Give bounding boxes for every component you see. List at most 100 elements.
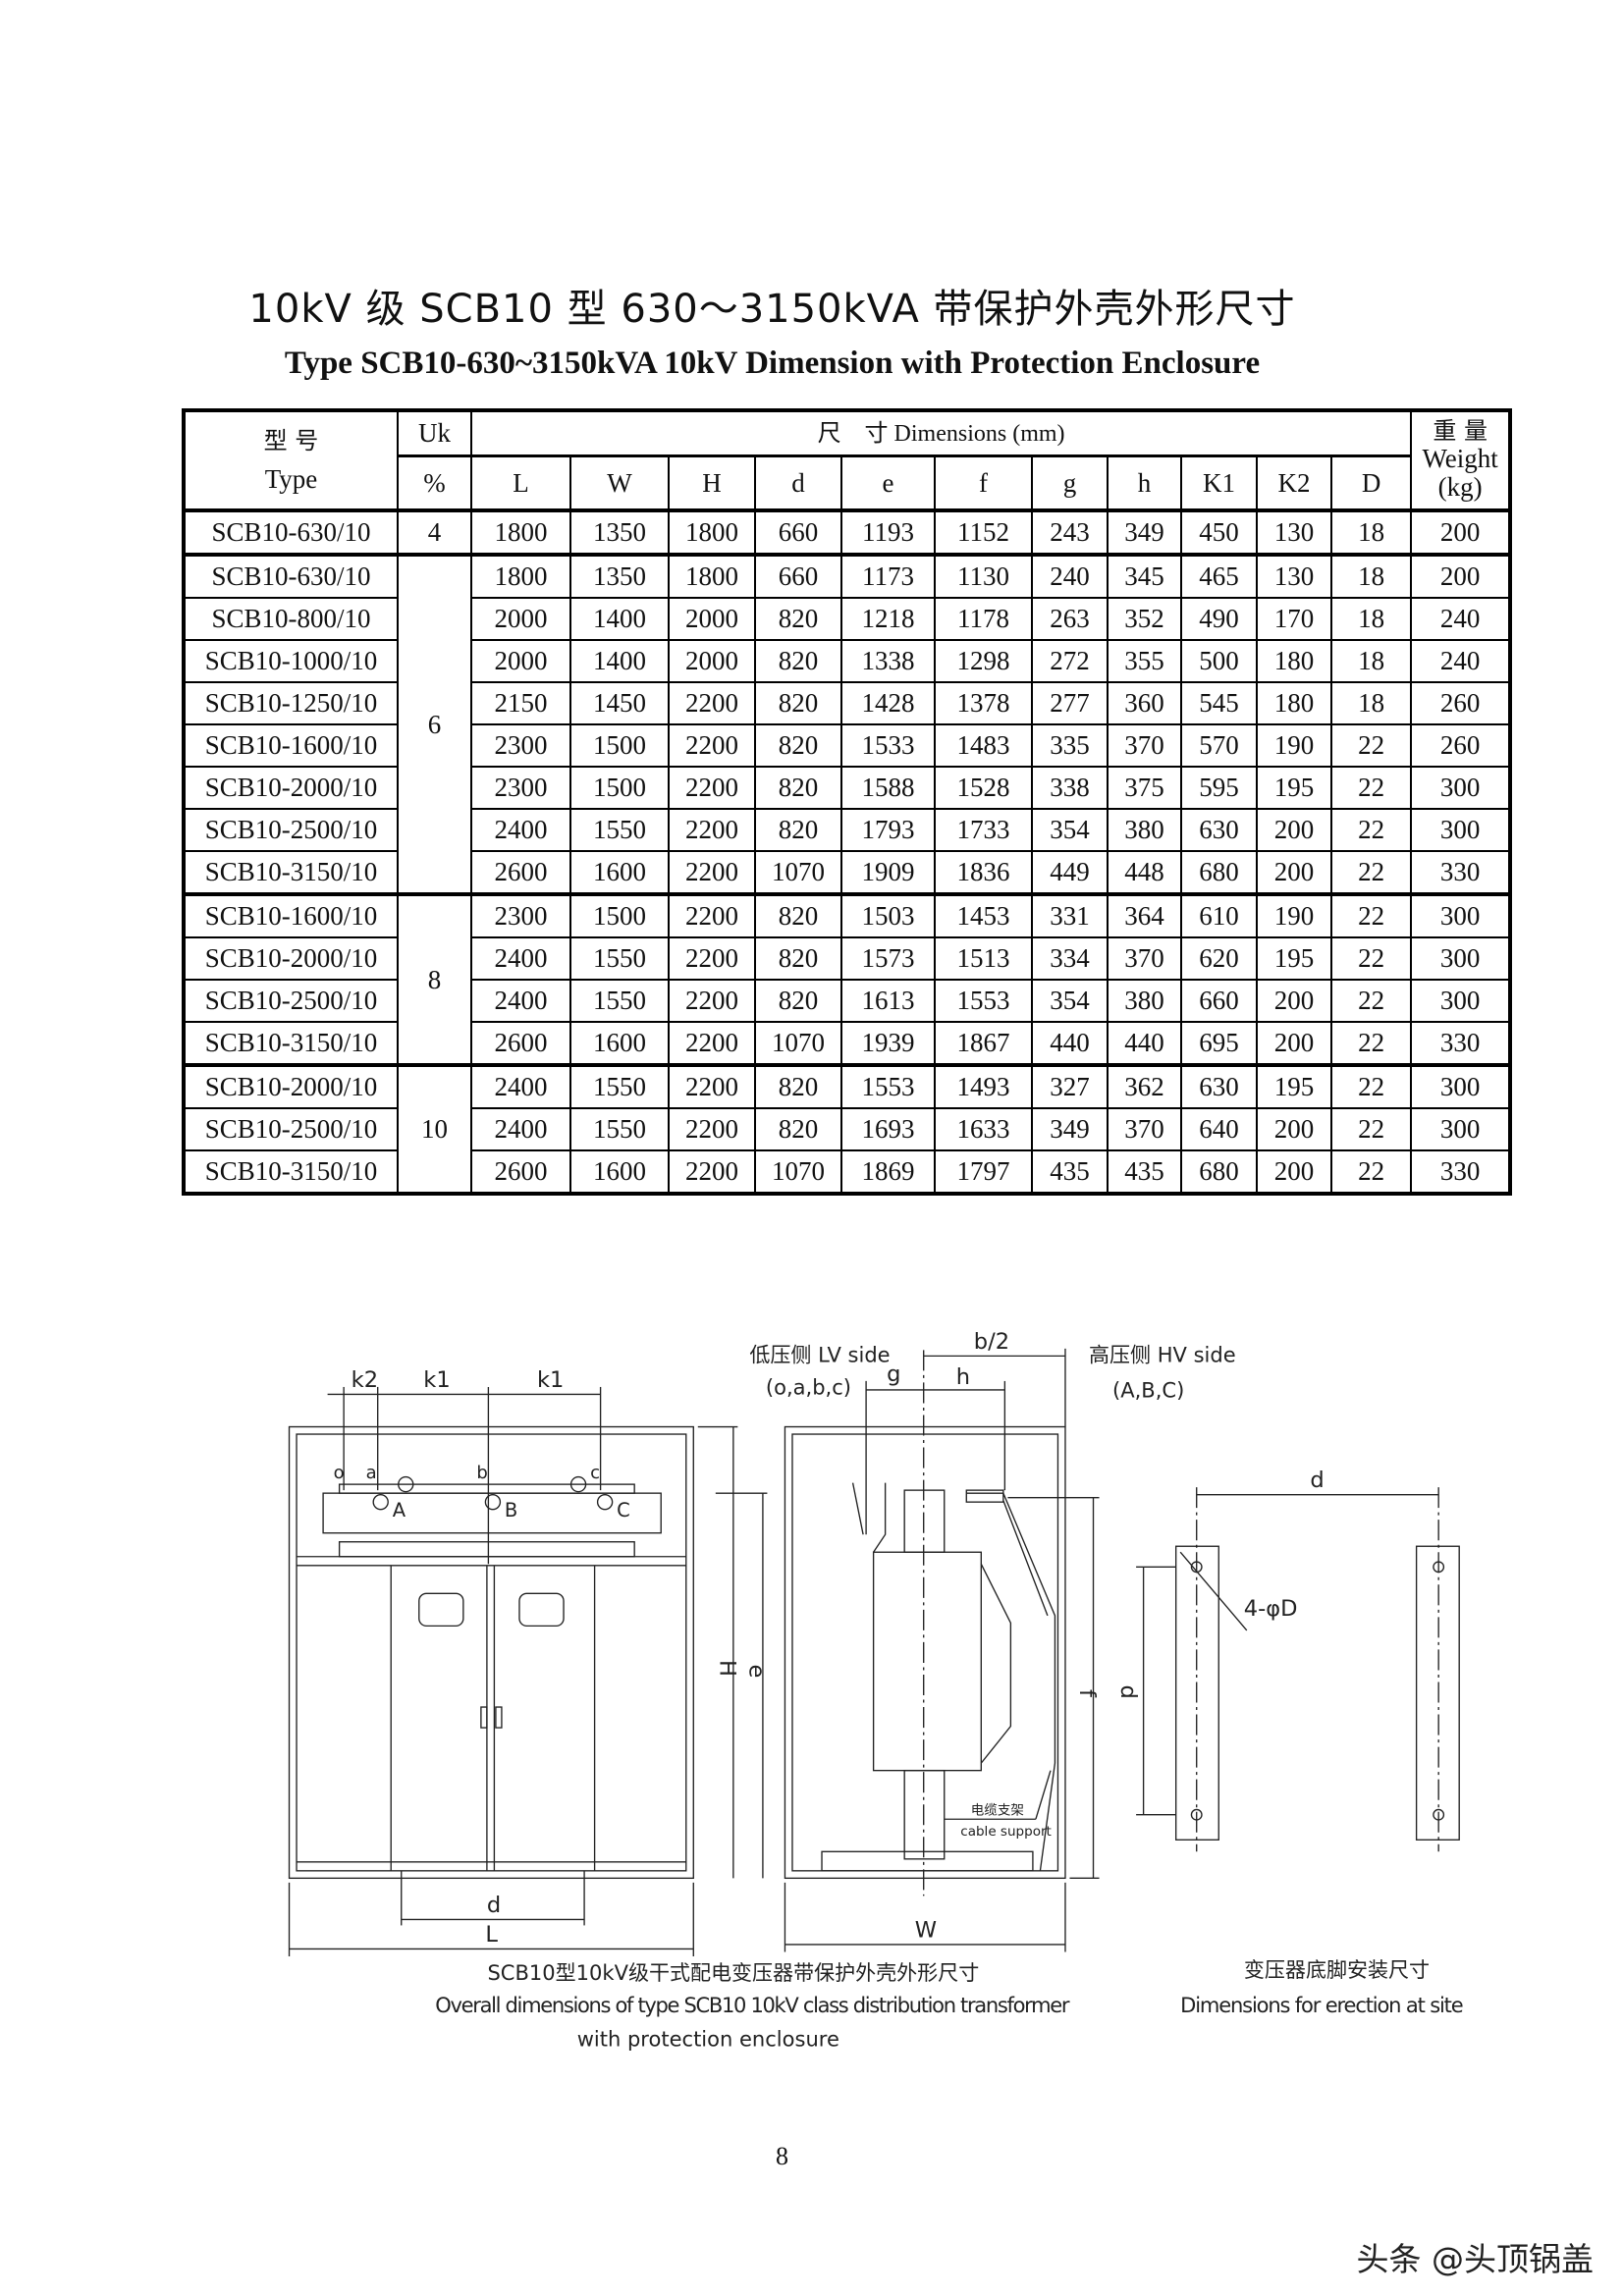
value-cell: 490 [1180,597,1258,641]
type-cell: SCB10-2500/10 [183,808,399,852]
column-header-f: f [934,454,1033,511]
type-header: 型 号 Type [183,409,399,511]
value-cell: 170 [1256,597,1332,641]
value-cell: 2200 [668,808,756,852]
value-cell: 1350 [569,508,670,556]
value-cell: 640 [1180,1107,1258,1151]
value-cell: 820 [754,723,842,768]
caption-left-en-2: with protection enclosure [577,2027,839,2052]
value-cell: 1350 [569,553,670,599]
type-cell: SCB10-1600/10 [183,892,399,938]
column-header-k2: K2 [1256,454,1332,511]
uk-value: 6 [397,553,472,895]
caption-right-en: Dimensions for erection at site [1180,1993,1464,2017]
value-cell: 1500 [569,892,670,938]
label-L: L [485,1922,498,1948]
column-header-h: h [1107,454,1182,511]
value-cell: 680 [1180,850,1258,895]
label-A: A [393,1499,406,1522]
caption-left-cn: SCB10型10kV级干式配电变压器带保护外壳外形尺寸 [487,1960,979,1985]
type-cell: SCB10-2000/10 [183,936,399,981]
value-cell: 330 [1410,1149,1512,1195]
value-cell: 300 [1410,936,1512,981]
value-cell: 277 [1031,681,1109,725]
value-cell: 1130 [934,553,1033,599]
value-cell: 22 [1329,892,1413,938]
value-cell: 2200 [668,1107,756,1151]
column-header-w: W [569,454,670,511]
value-cell: 610 [1180,892,1258,938]
value-cell: 1693 [840,1107,936,1151]
value-cell: 22 [1329,1149,1413,1195]
value-cell: 195 [1256,936,1332,981]
value-cell: 2200 [668,979,756,1023]
value-cell: 630 [1180,1063,1258,1109]
value-cell: 200 [1256,979,1332,1023]
value-cell: 370 [1107,936,1182,981]
value-cell: 1338 [840,639,936,683]
value-cell: 545 [1180,681,1258,725]
type-cell: SCB10-3150/10 [183,1149,399,1195]
value-cell: 1178 [934,597,1033,641]
value-cell: 18 [1329,639,1413,683]
type-cell: SCB10-1600/10 [183,723,399,768]
value-cell: 375 [1107,766,1182,810]
column-header-e: e [840,454,936,511]
value-cell: 2000 [470,597,571,641]
value-cell: 1218 [840,597,936,641]
column-header-k1: K1 [1180,454,1258,511]
hv-side-label: 高压侧 HV side [1089,1342,1236,1366]
value-cell: 300 [1410,979,1512,1023]
value-cell: 1553 [840,1063,936,1109]
value-cell: 355 [1107,639,1182,683]
value-cell: 1400 [569,639,670,683]
type-cell: SCB10-2000/10 [183,766,399,810]
value-cell: 345 [1107,553,1182,599]
value-cell: 1800 [668,553,756,599]
value-cell: 1793 [840,808,936,852]
value-cell: 500 [1180,639,1258,683]
value-cell: 1800 [470,553,571,599]
label-d-front: d [487,1893,501,1918]
label-holes: 4-φD [1244,1596,1298,1622]
value-cell: 22 [1329,1021,1413,1066]
label-C: C [617,1499,630,1522]
value-cell: 595 [1180,766,1258,810]
value-cell: 820 [754,1107,842,1151]
value-cell: 240 [1031,553,1109,599]
value-cell: 260 [1410,681,1512,725]
label-e: e [743,1664,769,1678]
value-cell: 260 [1410,723,1512,768]
value-cell: 200 [1410,508,1512,556]
value-cell: 1800 [470,508,571,556]
value-cell: 660 [754,553,842,599]
value-cell: 2200 [668,850,756,895]
watermark: 头条 @头顶锅盖 [1356,2240,1595,2278]
weight-header-cn: 重 量 [1433,417,1488,446]
value-cell: 22 [1329,979,1413,1023]
value-cell: 1553 [934,979,1033,1023]
value-cell: 362 [1107,1063,1182,1109]
page-number: 8 [776,2142,788,2170]
value-cell: 338 [1031,766,1109,810]
column-header-d: D [1329,454,1413,511]
value-cell: 2400 [470,979,571,1023]
value-cell: 1939 [840,1021,936,1066]
value-cell: 190 [1256,892,1332,938]
label-a: a [366,1463,377,1483]
value-cell: 1193 [840,508,936,556]
type-cell: SCB10-2000/10 [183,1063,399,1109]
label-d-foot-vertical: d [1115,1684,1141,1698]
column-header-l: L [470,454,571,511]
value-cell: 331 [1031,892,1109,938]
value-cell: 820 [754,892,842,938]
value-cell: 820 [754,597,842,641]
